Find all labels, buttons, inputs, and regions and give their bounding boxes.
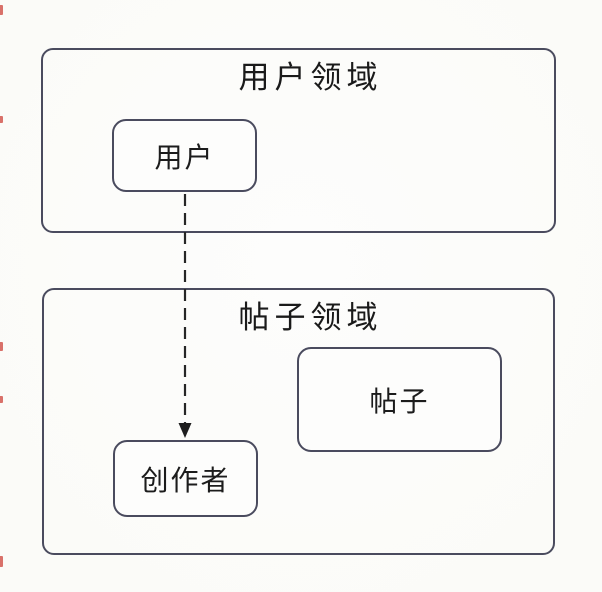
red-artifact-mark	[0, 116, 3, 123]
creator-entity-box: 创作者	[113, 440, 258, 517]
user-domain-box	[41, 48, 556, 233]
user-entity-box: 用户	[112, 119, 257, 192]
user-domain-title: 用户领域	[238, 60, 383, 95]
post-entity-label: 帖子	[369, 385, 430, 417]
red-artifact-mark	[0, 342, 3, 351]
user-entity-label: 用户	[154, 141, 215, 173]
post-domain-title: 帖子领域	[238, 300, 383, 335]
post-entity-box: 帖子	[297, 347, 502, 452]
red-artifact-mark	[0, 396, 3, 403]
red-artifact-mark	[0, 5, 3, 15]
red-artifact-mark	[0, 556, 3, 567]
creator-entity-label: 创作者	[140, 464, 231, 496]
post-domain-box	[42, 288, 555, 555]
